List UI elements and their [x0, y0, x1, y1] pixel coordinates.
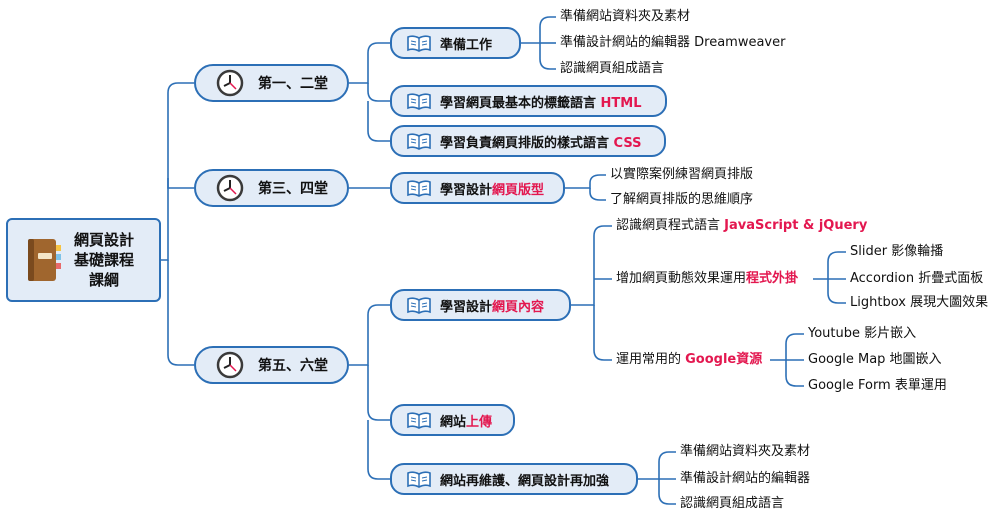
book-icon [407, 180, 431, 197]
leaf-content-1: 認識網頁程式語言 JavaScript & jQuery [616, 218, 868, 233]
book-icon [407, 133, 431, 150]
book-icon [407, 35, 431, 52]
root-title: 網頁設計 基礎課程 課綱 [74, 230, 134, 290]
topic-label-5: 學習設計網頁內容 [440, 299, 545, 315]
book-icon [407, 471, 431, 488]
leaf-plugin-1: Slider 影像輪播 [850, 244, 944, 259]
leaf-plugin-3: Lightbox 展現大圖效果 [850, 295, 989, 310]
lesson-node-3: 第五、六堂 [194, 346, 349, 384]
leaf-layout-1: 以實際案例練習網頁排版 [610, 167, 754, 182]
book-icon [407, 93, 431, 110]
lesson-node-1: 第一、二堂 [194, 64, 349, 102]
topic-label-4: 學習設計網頁版型 [440, 182, 545, 198]
leaf-maintain-2: 準備設計網站的編輯器 [680, 471, 811, 486]
topic-node-3: 學習負責網頁排版的樣式語言 CSS [390, 125, 666, 157]
clock-icon [216, 69, 244, 97]
leaf-layout-2: 了解網頁排版的思維順序 [610, 192, 754, 207]
leaf-google-2: Google Map 地圖嵌入 [808, 352, 942, 367]
leaf-maintain-1: 準備網站資料夾及素材 [680, 444, 811, 459]
clock-icon [216, 351, 244, 379]
topic-node-1: 準備工作 [390, 27, 521, 59]
book-icon [407, 412, 431, 429]
lesson-label-1: 第一、二堂 [258, 76, 328, 92]
leaf-content-2: 增加網頁動態效果運用程式外掛 [616, 271, 799, 286]
topic-node-5: 學習設計網頁內容 [390, 289, 571, 321]
root-title-line3: 課綱 [89, 271, 120, 289]
topic-label-2: 學習網頁最基本的標籤語言 HTML [440, 95, 642, 111]
topic-label-3: 學習負責網頁排版的樣式語言 CSS [440, 135, 642, 151]
leaf-prep-3: 認識網頁組成語言 [560, 61, 665, 76]
root-title-line1: 網頁設計 [74, 231, 135, 249]
root-title-line2: 基礎課程 [74, 251, 135, 269]
leaf-plugin-2: Accordion 折疊式面板 [850, 271, 984, 286]
notebook-icon [28, 239, 61, 281]
lesson-label-3: 第五、六堂 [258, 358, 328, 374]
leaf-content-3: 運用常用的 Google資源 [616, 352, 763, 367]
topic-node-7: 網站再維護、網頁設計再加強 [390, 463, 638, 495]
topic-node-6: 網站上傳 [390, 404, 515, 436]
lesson-node-2: 第三、四堂 [194, 169, 349, 207]
topic-label-6: 網站上傳 [440, 414, 493, 430]
book-icon [407, 297, 431, 314]
clock-icon [216, 174, 244, 202]
lesson-label-2: 第三、四堂 [258, 181, 328, 197]
topic-label-1: 準備工作 [440, 37, 493, 53]
topic-node-2: 學習網頁最基本的標籤語言 HTML [390, 85, 667, 117]
topic-label-7: 網站再維護、網頁設計再加強 [440, 473, 610, 489]
leaf-google-1: Youtube 影片嵌入 [808, 326, 917, 341]
root-node: 網頁設計 基礎課程 課綱 [6, 218, 161, 302]
leaf-prep-1: 準備網站資料夾及素材 [560, 9, 691, 24]
leaf-prep-2: 準備設計網站的編輯器 Dreamweaver [560, 35, 786, 50]
leaf-maintain-3: 認識網頁組成語言 [680, 496, 785, 511]
topic-node-4: 學習設計網頁版型 [390, 172, 565, 204]
leaf-google-3: Google Form 表單運用 [808, 378, 947, 393]
